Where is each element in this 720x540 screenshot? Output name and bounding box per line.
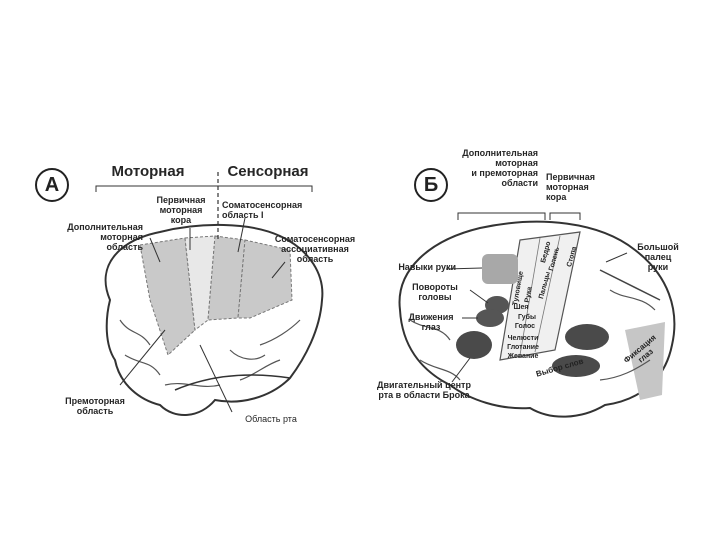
strip-jaws: Челюсти — [503, 335, 543, 343]
broca-region — [456, 331, 492, 359]
hand-skills-region — [482, 254, 518, 284]
strip-swallowing: Глотание — [501, 344, 545, 352]
strip-neck: Шея — [510, 304, 532, 312]
eye-move-region — [476, 309, 504, 327]
label-mouth-area: Область рта — [226, 414, 316, 424]
label-hand-skills: Навыки руки — [380, 262, 456, 272]
strip-voice: Голос — [510, 323, 540, 331]
strip-lips: Губы — [514, 314, 540, 322]
label-broca: Двигательный центр рта в области Брока — [364, 380, 484, 400]
word-choice-region — [565, 324, 609, 350]
label-primary-motor-b: Первичная моторная кора — [546, 172, 626, 202]
heading-sensory: Сенсорная — [218, 164, 318, 180]
label-somatosensory-1: Соматосенсорная область I — [222, 200, 332, 220]
label-head-turns: Повороты головы — [400, 282, 470, 302]
panel-a-letter: А — [35, 168, 69, 202]
label-thumb: Большой палец руки — [628, 242, 688, 272]
label-eye-movements: Движения глаз — [396, 312, 466, 332]
label-somatosensory-assoc: Соматосенсорная ассоциативная область — [250, 234, 380, 264]
label-supplementary-motor: Дополнительная моторная область — [45, 222, 143, 252]
strip-chewing: Жевание — [501, 353, 545, 361]
label-premotor: Премоторная область — [50, 396, 140, 416]
label-supp-premotor: Дополнительная моторная и премоторная об… — [428, 148, 538, 188]
heading-motor: Моторная — [104, 164, 192, 180]
label-primary-motor-a: Первичная моторная кора — [145, 195, 217, 225]
